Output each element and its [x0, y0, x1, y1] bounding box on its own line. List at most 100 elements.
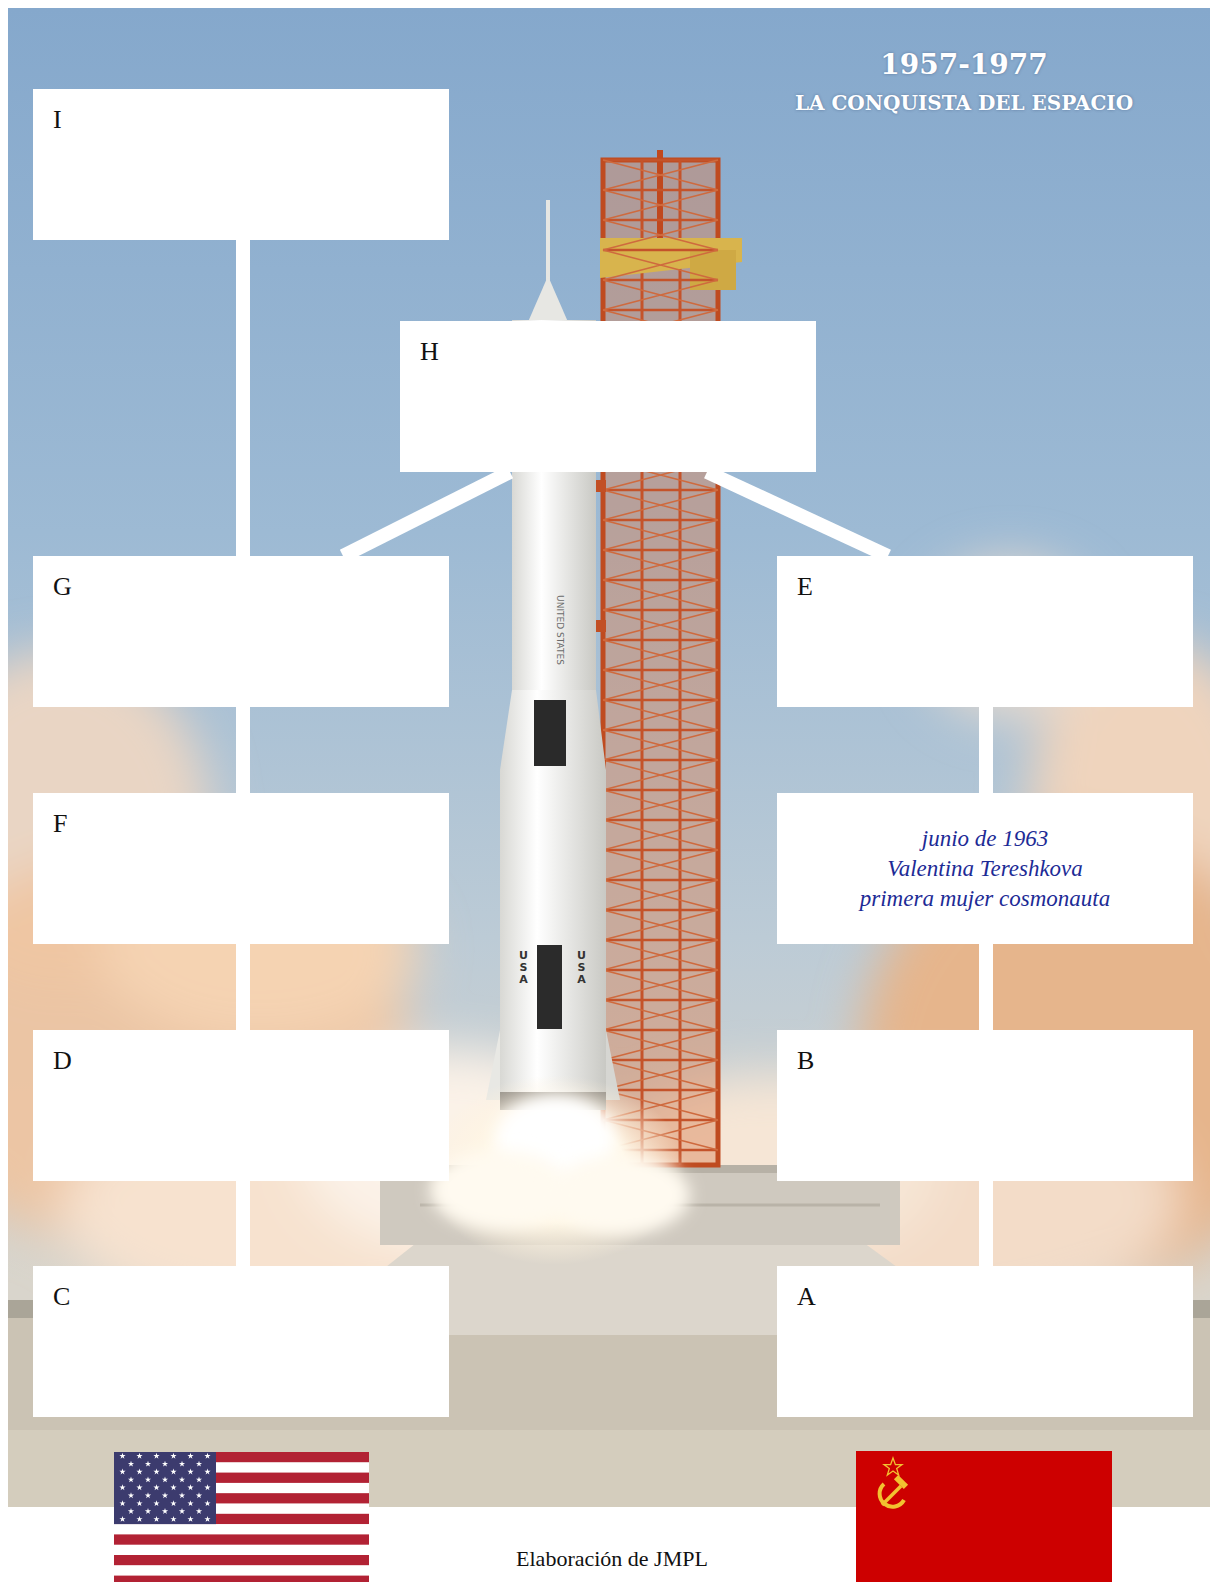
launch-tower: [603, 160, 718, 190]
usa-flag: [170, 1516, 176, 1522]
subtitle: LA CONQUISTA DEL ESPACIO: [714, 90, 1214, 116]
box-text: C: [33, 1266, 449, 1312]
answer-box: H: [400, 321, 816, 472]
launch-tower: [603, 670, 718, 700]
usa-flag: [136, 1516, 142, 1522]
launch-tower: [603, 249, 718, 252]
engine-flame: [430, 1150, 570, 1230]
box-text: D: [33, 1030, 449, 1076]
launch-tower: [603, 880, 718, 910]
usa-flag: [128, 1508, 134, 1514]
usa-flag: [204, 1500, 210, 1506]
launch-tower: [603, 520, 718, 550]
connector-line: [707, 472, 888, 556]
ussr-flag: [894, 1475, 908, 1489]
launch-tower: [603, 969, 718, 972]
launch-tower: [657, 150, 663, 238]
launch-tower: [603, 549, 718, 552]
box-text: G: [33, 556, 449, 602]
usa-flag: [187, 1516, 193, 1522]
launch-tower: [603, 309, 718, 312]
box-text: A: [777, 1266, 1193, 1312]
usa-flag: [196, 1461, 202, 1467]
launch-tower: [603, 970, 718, 1000]
ussr-flag: [884, 1458, 902, 1475]
launch-tower: [603, 160, 718, 1165]
poster-title: 1957-1977: [714, 48, 1214, 82]
launch-tower: [603, 909, 718, 912]
usa-flag: [187, 1453, 193, 1459]
launch-tower: [603, 280, 718, 310]
launch-tower: [603, 669, 718, 672]
launch-tower: [603, 1000, 718, 1030]
launch-tower: [603, 219, 718, 222]
usa-flag: [136, 1469, 142, 1475]
event-box: junio de 1963Valentina Tereshkovaprimera…: [777, 793, 1193, 944]
credit-caption: Elaboración de JMPL: [412, 1545, 812, 1573]
launch-tower: [603, 639, 718, 642]
usa-flag: [196, 1492, 202, 1498]
ussr-flag: [856, 1451, 1112, 1582]
usa-flag: [187, 1469, 193, 1475]
usa-flag: [187, 1484, 193, 1490]
launch-tower: [603, 250, 718, 280]
launch-tower: [603, 700, 718, 730]
usa-flag: [179, 1508, 185, 1514]
rocket: [500, 770, 606, 1095]
ussr-flag: [882, 1486, 901, 1505]
usa-flag: [196, 1476, 202, 1482]
engine-flame: [425, 1075, 690, 1265]
launch-tower: [596, 480, 606, 492]
usa-flag: [128, 1476, 134, 1482]
usa-flag: [136, 1453, 142, 1459]
launch-tower: [603, 490, 718, 520]
launch-tower: [603, 519, 718, 522]
engine-flame: [550, 1155, 690, 1235]
usa-flag: [179, 1461, 185, 1467]
launch-tower: [603, 1060, 718, 1090]
launch-tower: [603, 790, 718, 820]
usa-flag: [162, 1461, 168, 1467]
usa-flag: [145, 1461, 151, 1467]
launch-tower: [596, 620, 606, 632]
box-text: H: [400, 321, 816, 367]
usa-flag: [136, 1484, 142, 1490]
usa-flag: [145, 1476, 151, 1482]
usa-flag: [170, 1469, 176, 1475]
answer-box: E: [777, 556, 1193, 707]
answer-box: F: [33, 793, 449, 944]
answer-box: A: [777, 1266, 1193, 1417]
launch-tower: [603, 550, 718, 580]
connector-line: [979, 1181, 993, 1266]
usa-flag: [136, 1500, 142, 1506]
usa-flag: [119, 1453, 125, 1459]
usa-flag: [119, 1469, 125, 1475]
launch-tower: [603, 579, 718, 582]
launch-tower: [603, 789, 718, 792]
usa-flag: [153, 1453, 159, 1459]
answer-box: C: [33, 1266, 449, 1417]
usa-flag: [153, 1484, 159, 1490]
usa-flag: [170, 1484, 176, 1490]
launch-tower: [603, 489, 718, 492]
ussr-flag: [856, 1451, 1112, 1582]
launch-tower: [603, 910, 718, 940]
usa-flag: [153, 1469, 159, 1475]
usa-flag: [114, 1452, 216, 1524]
answer-box: I: [33, 89, 449, 240]
launch-tower: [603, 759, 718, 762]
usa-flag: [170, 1500, 176, 1506]
usa-flag: [114, 1545, 369, 1556]
usa-flag: [119, 1500, 125, 1506]
launch-tower: [603, 640, 718, 670]
launch-tower: [603, 220, 718, 250]
launch-tower: [596, 150, 742, 1165]
connector-line: [979, 944, 993, 1030]
launch-tower: [603, 849, 718, 852]
launch-tower: [603, 819, 718, 822]
box-text: Valentina Tereshkova: [887, 854, 1083, 884]
usa-flag: [114, 1534, 369, 1545]
launch-tower: [603, 190, 718, 220]
